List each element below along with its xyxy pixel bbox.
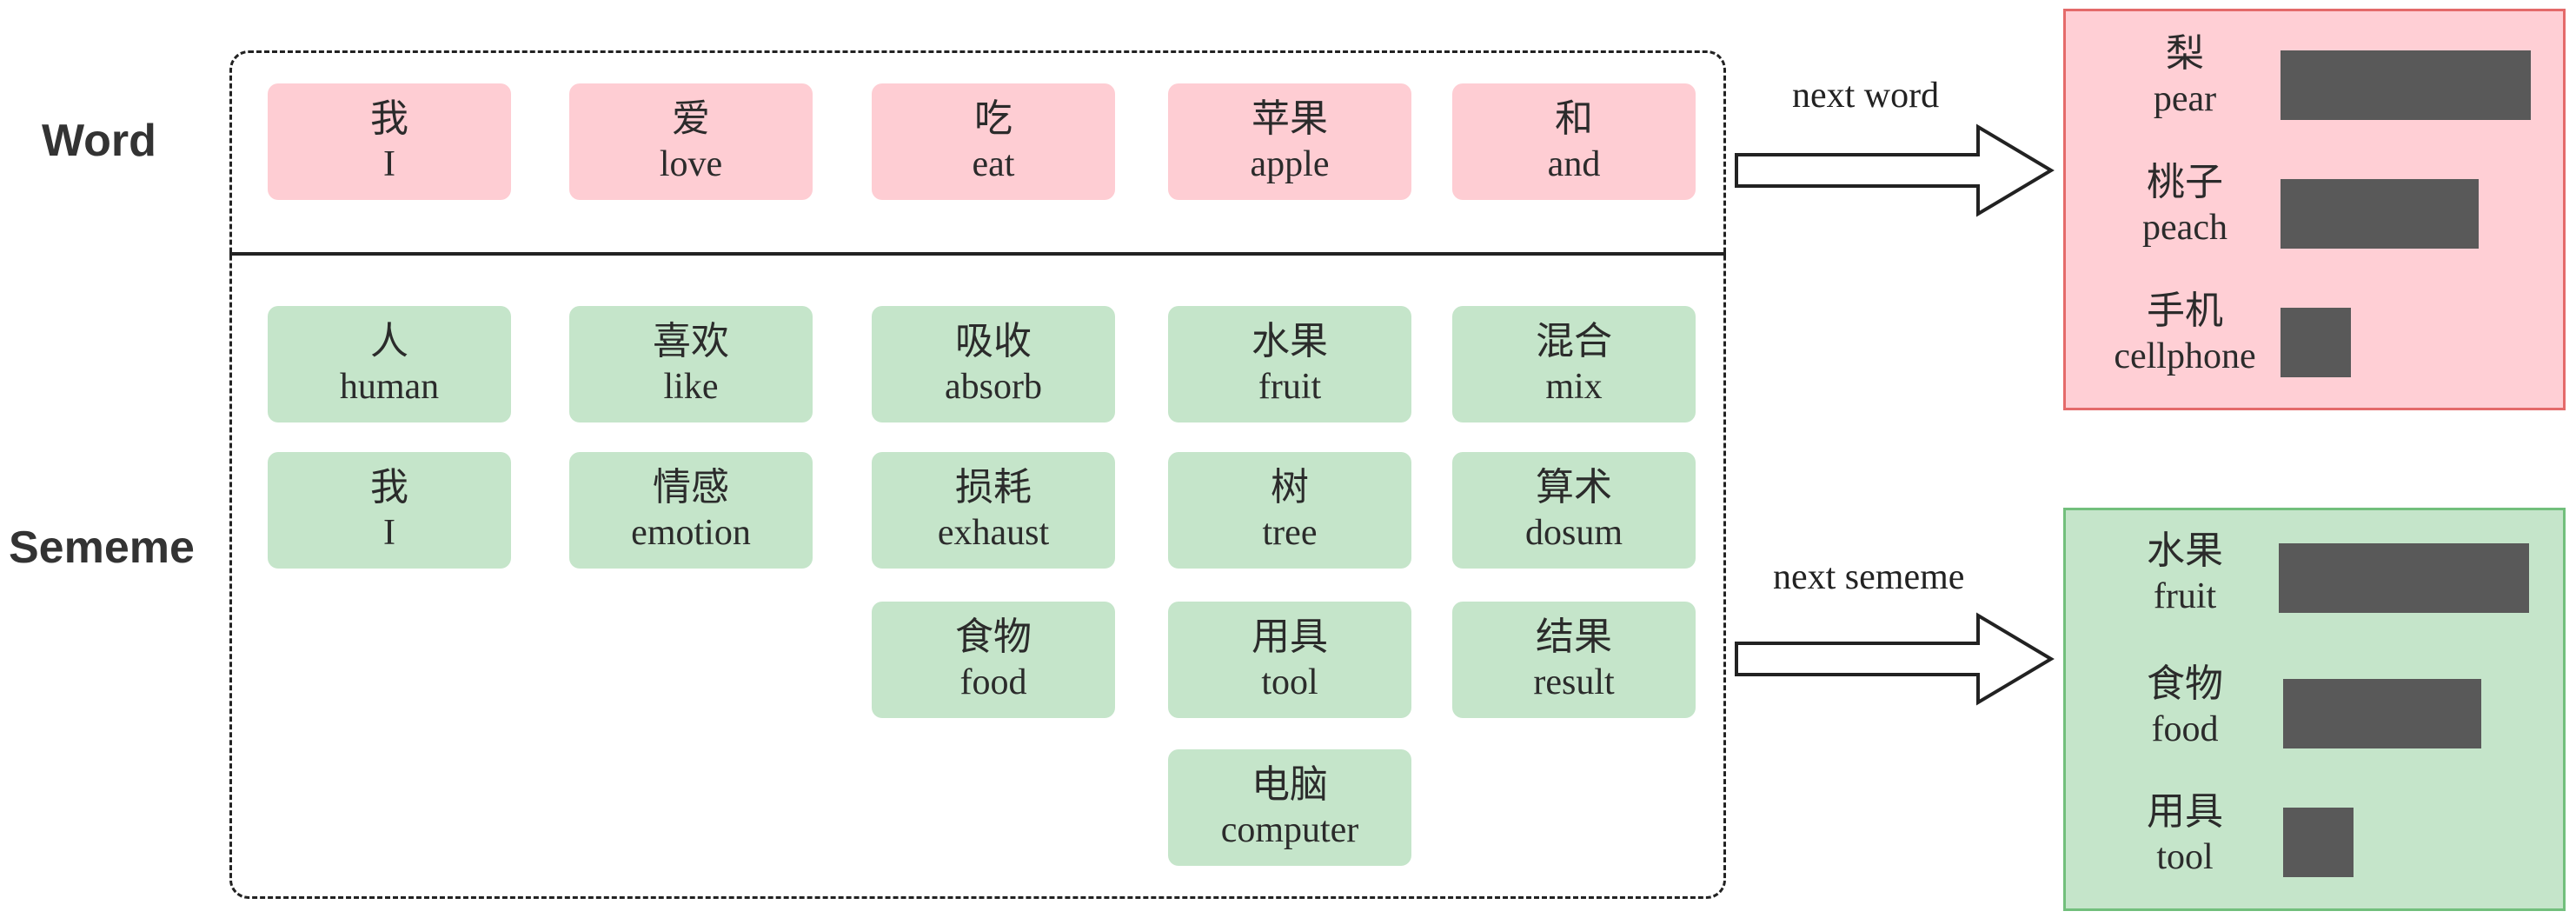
sememe-cell-english: emotion [631,513,751,554]
sememe-cell-chinese: 结果 [1536,615,1612,660]
word-prediction-chinese: 手机 [2147,289,2223,333]
sememe-cell-english: like [663,367,719,408]
sememe-prediction-chinese: 食物 [2147,662,2223,706]
sememe-cell-english: tree [1262,513,1318,554]
next-sememe-arrow-icon [1735,612,2055,706]
sememe-cell-chinese: 用具 [1251,615,1328,660]
sememe-cell-english: dosum [1524,513,1623,554]
sememe-prediction-english: fruit [2153,575,2217,616]
sememe-cell-english: food [959,662,1027,703]
word-row-label: Word [42,116,156,166]
sememe-cell-chinese: 电脑 [1251,762,1328,808]
word-cell-english: apple [1250,144,1330,185]
sememe-row-label: Sememe [9,522,195,573]
sememe-prediction-english: tool [2156,836,2214,877]
sememe-cell-english: mix [1545,367,1603,408]
sememe-cell-chinese: 损耗 [955,465,1032,510]
sememe-prediction-english: food [2151,708,2219,749]
word-sememe-divider [229,252,1726,256]
word-cell-chinese: 我 [370,96,408,142]
sememe-prediction-probability-bar [2283,679,2481,748]
sememe-cell-english: computer [1220,810,1359,851]
next-word-arrow-icon [1735,123,2055,217]
word-prediction-probability-bar [2281,308,2351,377]
sememe-cell-chinese: 喜欢 [653,319,729,364]
sememe-cell-english: absorb [945,367,1042,408]
sememe-cell-english: human [339,367,440,408]
sememe-cell-chinese: 我 [370,465,408,510]
sememe-cell-english: fruit [1258,367,1322,408]
word-prediction-probability-bar [2281,179,2479,249]
word-prediction-english: peach [2142,207,2227,248]
word-cell-chinese: 苹果 [1251,96,1328,142]
sememe-cell-chinese: 人 [370,319,408,364]
word-prediction-english: cellphone [2114,336,2256,376]
sememe-prediction-chinese: 水果 [2147,529,2223,573]
word-cell-english: and [1547,144,1601,185]
sememe-prediction-chinese: 用具 [2147,789,2223,834]
sememe-cell-english: I [383,513,395,554]
sememe-cell-chinese: 食物 [955,615,1032,660]
word-prediction-probability-bar [2281,50,2531,120]
next-word-label: next word [1792,76,1940,116]
sememe-cell-chinese: 树 [1271,465,1309,510]
sememe-cell-english: exhaust [937,513,1050,554]
word-cell-english: eat [972,144,1015,185]
word-cell-chinese: 爱 [672,96,710,142]
word-cell-chinese: 和 [1555,96,1593,142]
sememe-prediction-probability-bar [2279,543,2529,613]
sememe-cell-chinese: 水果 [1251,319,1328,364]
sememe-cell-chinese: 吸收 [955,319,1032,364]
word-cell-english: I [383,144,395,185]
word-cell-chinese: 吃 [974,96,1012,142]
sememe-cell-chinese: 算术 [1536,465,1612,510]
next-sememe-label: next sememe [1773,557,1965,597]
sememe-cell-english: result [1533,662,1615,703]
word-prediction-english: pear [2153,78,2217,119]
sememe-prediction-probability-bar [2283,808,2354,877]
word-prediction-chinese: 桃子 [2147,160,2223,204]
sememe-cell-chinese: 混合 [1536,319,1612,364]
sememe-cell-english: tool [1261,662,1318,703]
word-prediction-chinese: 梨 [2166,31,2204,76]
context-frame [229,50,1726,899]
sememe-cell-chinese: 情感 [653,465,729,510]
word-cell-english: love [659,144,723,185]
